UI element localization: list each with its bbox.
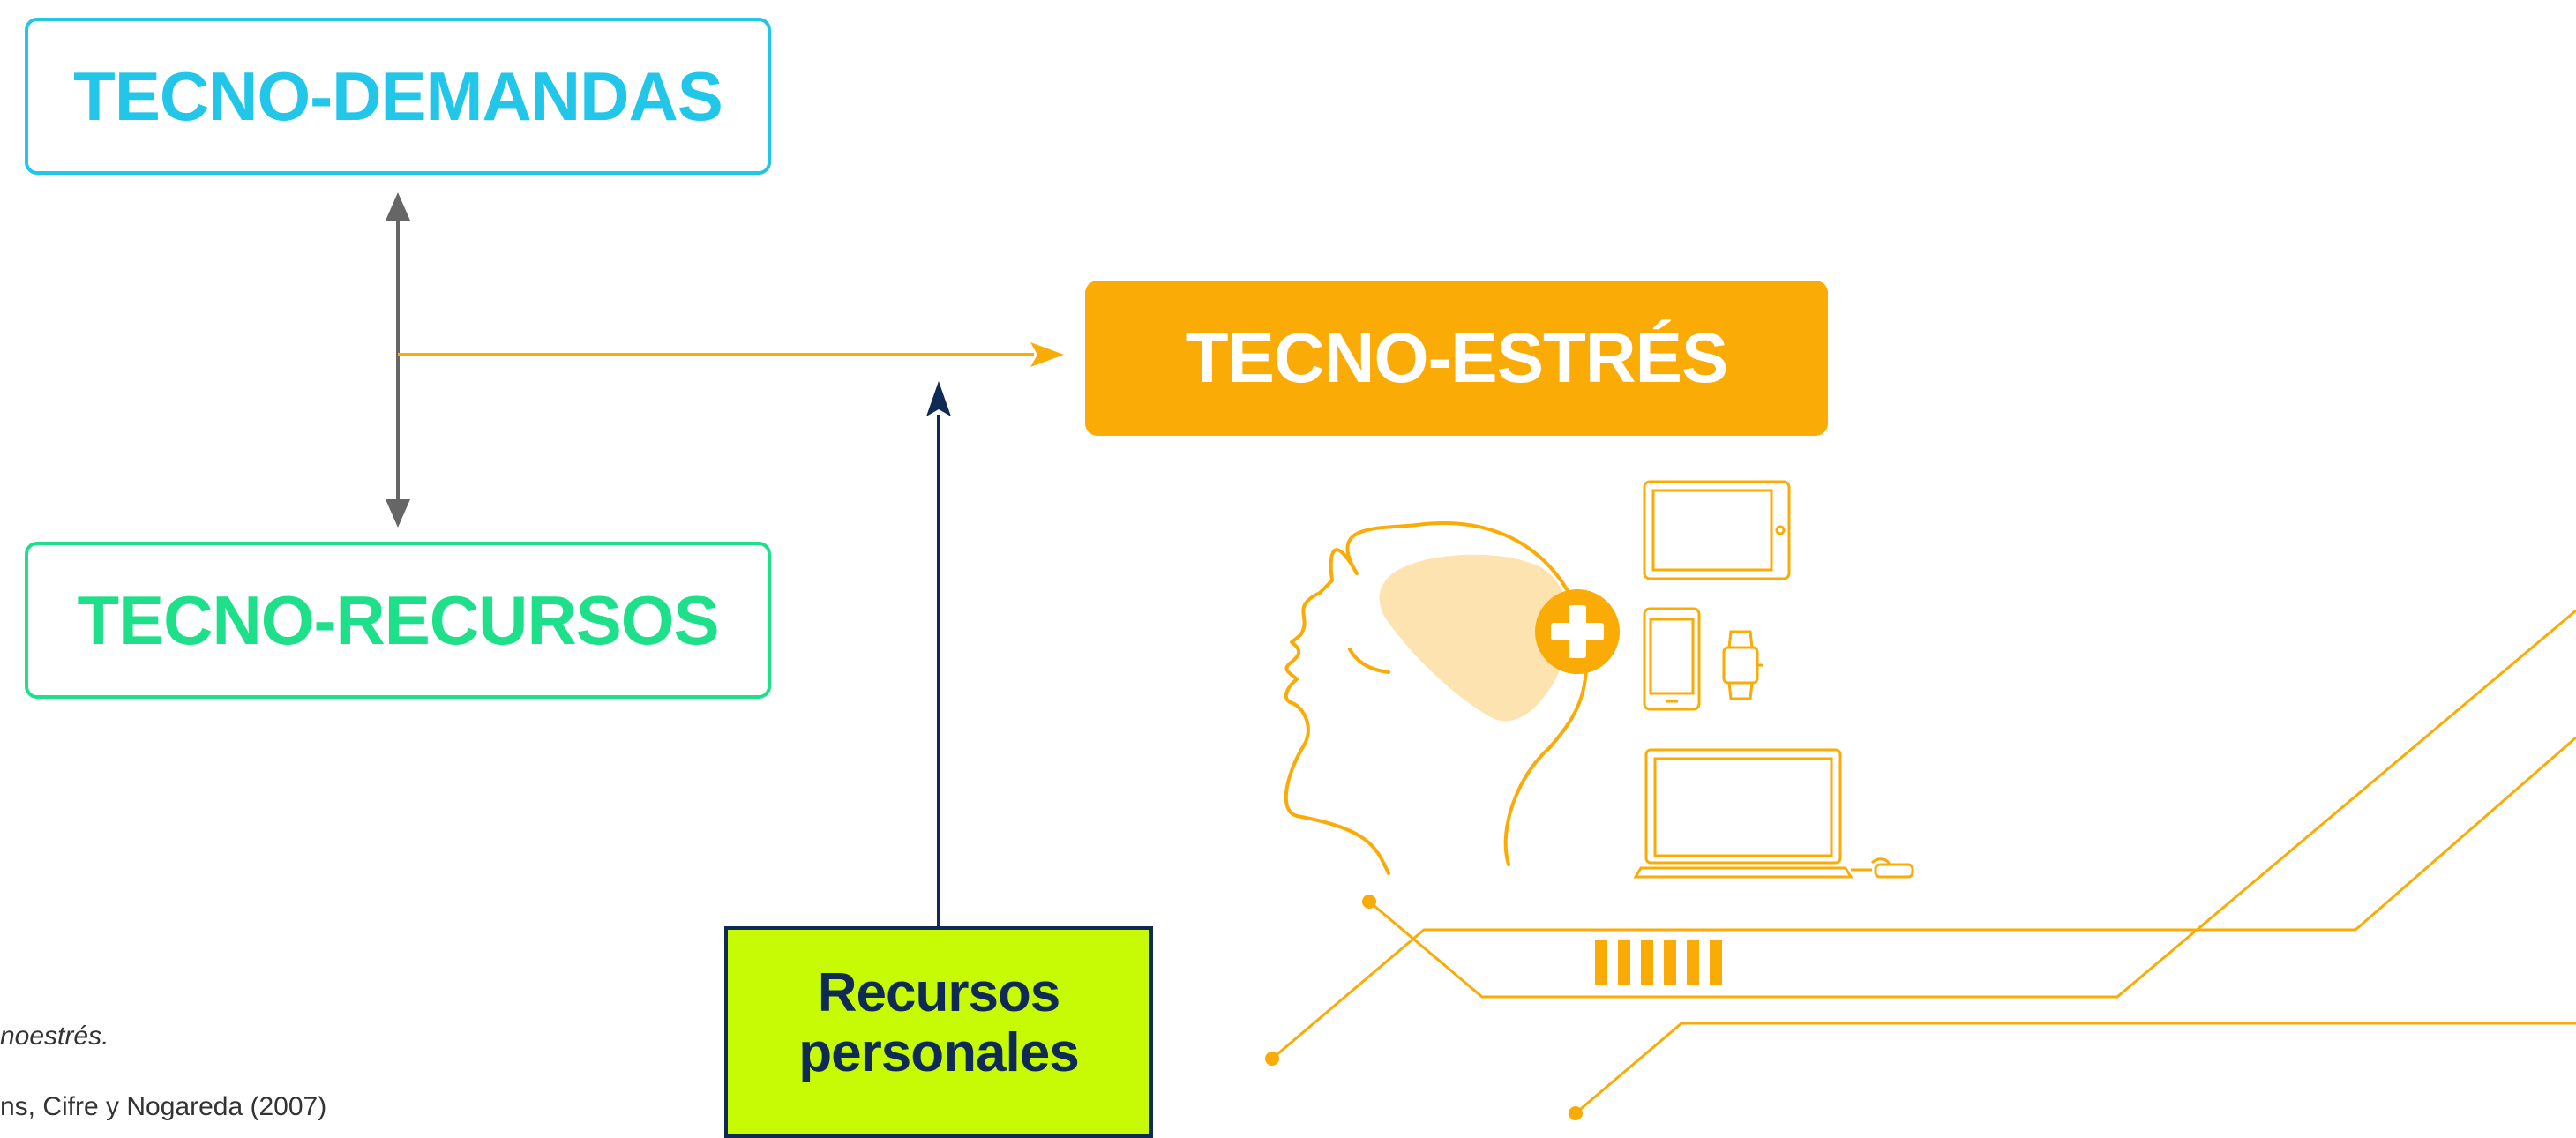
circuit-bars bbox=[1595, 940, 1722, 985]
laptop-icon bbox=[1633, 748, 1914, 879]
tecno-recursos-box: TECNO-RECURSOS bbox=[25, 542, 771, 699]
phone-icon bbox=[1643, 607, 1701, 711]
bidirectional-arrow bbox=[386, 192, 410, 528]
tecno-recursos-label: TECNO-RECURSOS bbox=[77, 580, 719, 659]
orange-arrow bbox=[398, 342, 1064, 367]
circuit-nodes bbox=[1265, 895, 1583, 1120]
recursos-personales-line2: personales bbox=[798, 1022, 1079, 1083]
tecno-demandas-box: TECNO-DEMANDAS bbox=[25, 18, 771, 175]
recursos-personales-line1: Recursos bbox=[817, 962, 1061, 1023]
recursos-personales-box: Recursos personales bbox=[724, 926, 1153, 1138]
plus-icon bbox=[1535, 589, 1620, 674]
figure-caption-source: ns, Cifre y Nogareda (2007) bbox=[0, 1092, 327, 1121]
brain-icon bbox=[1379, 554, 1570, 722]
tecno-estres-label: TECNO-ESTRÉS bbox=[1185, 318, 1729, 397]
circuit-lines bbox=[1271, 609, 2576, 1115]
navy-arrow bbox=[926, 381, 951, 926]
figure-caption-title: noestrés. bbox=[0, 1022, 109, 1051]
tablet-icon bbox=[1643, 480, 1791, 580]
watch-icon bbox=[1722, 630, 1763, 700]
tecno-demandas-label: TECNO-DEMANDAS bbox=[73, 56, 723, 135]
tecno-estres-box: TECNO-ESTRÉS bbox=[1085, 281, 1828, 436]
